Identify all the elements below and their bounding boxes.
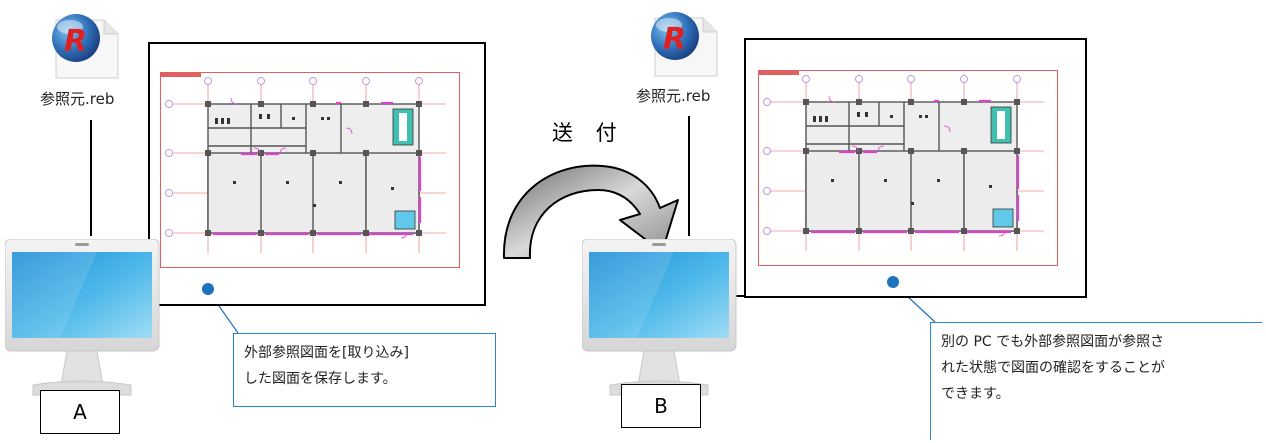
left-callout-line-1: 外部参照図面を[取り込み] [244,345,409,361]
left-file-name: 参照元.reb [40,90,115,108]
left-callout: 外部参照図面を[取り込み] した図面を保存します。 [233,333,496,407]
left-callout-dot [202,283,214,295]
right-callout-line-3: できます。 [941,386,1010,402]
right-file-name: 参照元.reb [636,87,711,105]
pc-a-label: A [40,390,120,434]
left-callout-line-2: した図面を保存します。 [244,371,397,387]
desktop-monitor-icon [582,239,737,396]
transfer-label: 送 付 [552,121,625,145]
right-floor-plan [758,70,1058,266]
right-callout-line-2: れた状態で図面の確認をすることが [941,360,1165,376]
left-floor-plan [160,72,460,268]
right-callout: 別の PC でも外部参照図面が参照さ れた状態で図面の確認をすることが できます… [930,322,1262,440]
right-callout-line-1: 別の PC でも外部参照図面が参照さ [941,334,1165,350]
reb-file-icon[interactable] [641,6,731,82]
pc-b-label: B [621,384,701,428]
right-callout-dot [887,276,899,288]
